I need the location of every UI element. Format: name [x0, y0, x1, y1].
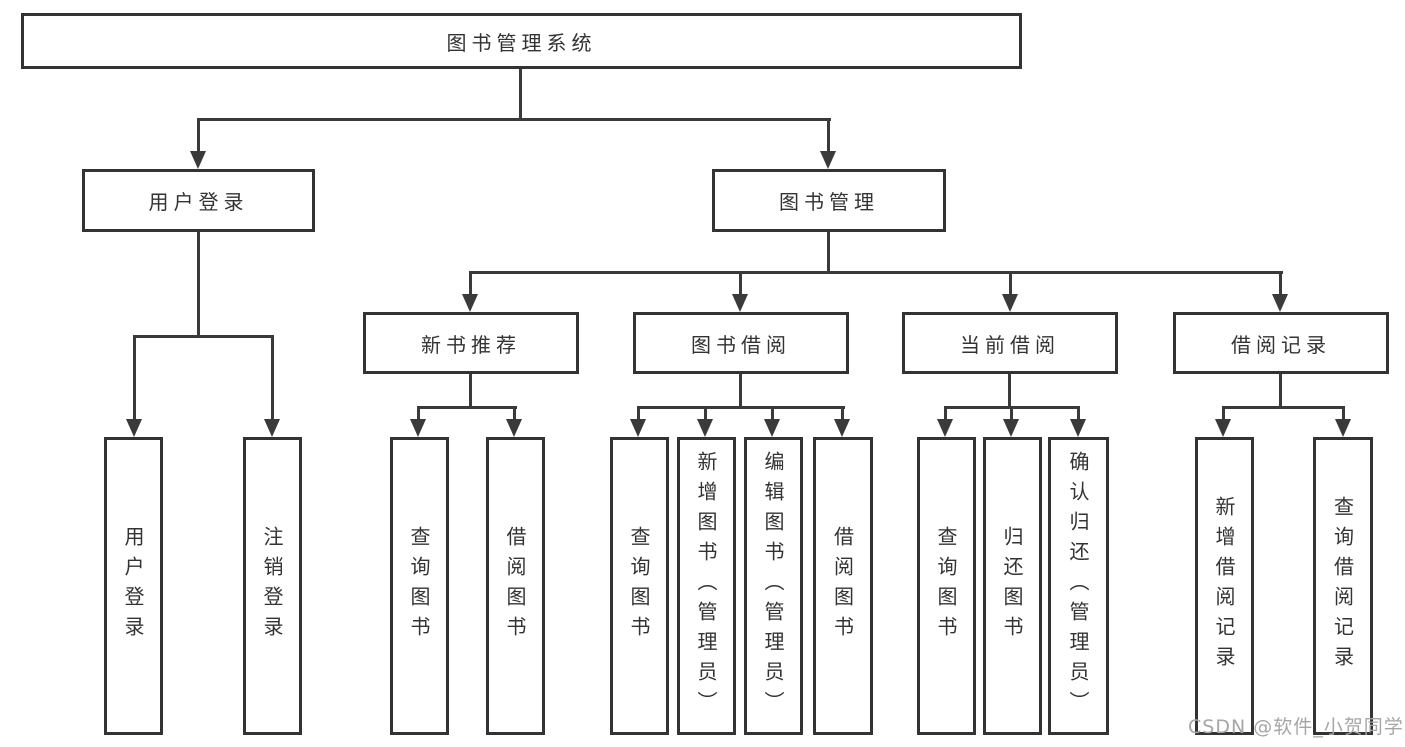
arrowhead-icon [462, 294, 478, 312]
arrowhead-icon [820, 151, 836, 169]
connector-line [637, 406, 845, 409]
connector-line [1342, 406, 1345, 421]
arrowhead-icon [937, 419, 953, 437]
connector-line [1009, 271, 1012, 296]
connector-line [469, 271, 1283, 274]
leaf-borrowing-add-books-admin: 新增图书（管理员） [677, 437, 736, 735]
arrowhead-icon [126, 419, 142, 437]
arrowhead-icon [410, 419, 426, 437]
leaf-current-return-books: 归还图书 [983, 437, 1042, 735]
connector-line [1077, 406, 1080, 421]
arrowhead-icon [697, 419, 713, 437]
leaf-records-query-borrow-record: 查询借阅记录 [1313, 437, 1373, 735]
arrowhead-icon [764, 419, 780, 437]
arrowhead-icon [1215, 419, 1231, 437]
connector-line [637, 406, 640, 421]
connector-line [739, 374, 742, 409]
leaf-logout: 注销登录 [243, 437, 302, 735]
leaf-newbook-query-books: 查询图书 [390, 437, 449, 735]
leaf-current-confirm-return-admin: 确认归还（管理员） [1048, 437, 1109, 735]
connector-line [1279, 271, 1282, 296]
node-book-borrowing: 图书借阅 [633, 312, 849, 374]
arrowhead-icon [1272, 294, 1288, 312]
connector-line [841, 406, 844, 421]
connector-line [1222, 406, 1345, 409]
connector-line [827, 118, 830, 153]
node-new-book-recommend: 新书推荐 [363, 312, 579, 374]
arrowhead-icon [1003, 419, 1019, 437]
arrowhead-icon [1335, 419, 1351, 437]
leaf-records-add-borrow-record: 新增借阅记录 [1195, 437, 1254, 735]
leaf-borrowing-query-books: 查询图书 [610, 437, 669, 735]
connector-line [513, 406, 516, 421]
arrowhead-icon [506, 419, 522, 437]
connector-line [197, 232, 200, 338]
connector-line [133, 335, 136, 421]
connector-line [417, 406, 420, 421]
connector-line [1222, 406, 1225, 421]
connector-line [417, 406, 517, 409]
arrowhead-icon [264, 419, 280, 437]
arrowhead-icon [1002, 294, 1018, 312]
leaf-borrowing-edit-books-admin: 编辑图书（管理员） [744, 437, 803, 735]
leaf-user-login: 用户登录 [104, 437, 163, 735]
leaf-borrowing-borrow-books: 借阅图书 [813, 437, 873, 735]
node-book-management-branch: 图书管理 [712, 169, 946, 232]
connector-line [133, 335, 274, 338]
arrowhead-icon [834, 419, 850, 437]
csdn-watermark: CSDN @软件_小贺同学 [1188, 716, 1404, 738]
node-user-login-branch: 用户登录 [82, 169, 315, 232]
leaf-current-query-books: 查询图书 [917, 437, 976, 735]
connector-line [519, 69, 522, 121]
connector-line [469, 271, 472, 296]
connector-line [197, 118, 831, 121]
arrowhead-icon [732, 294, 748, 312]
connector-line [944, 406, 947, 421]
arrowhead-icon [190, 151, 206, 169]
connector-line [1008, 374, 1011, 409]
connector-line [1010, 406, 1013, 421]
connector-line [771, 406, 774, 421]
node-root-library-system: 图书管理系统 [21, 13, 1022, 69]
node-current-borrowing: 当前借阅 [902, 312, 1118, 374]
node-borrowing-records: 借阅记录 [1173, 312, 1389, 374]
connector-line [739, 271, 742, 296]
connector-line [197, 118, 200, 153]
connector-line [704, 406, 707, 421]
connector-line [469, 374, 472, 409]
connector-line [827, 232, 830, 274]
connector-line [271, 335, 274, 421]
arrowhead-icon [630, 419, 646, 437]
arrowhead-icon [1070, 419, 1086, 437]
leaf-newbook-borrow-books: 借阅图书 [486, 437, 545, 735]
connector-line [1279, 374, 1282, 409]
